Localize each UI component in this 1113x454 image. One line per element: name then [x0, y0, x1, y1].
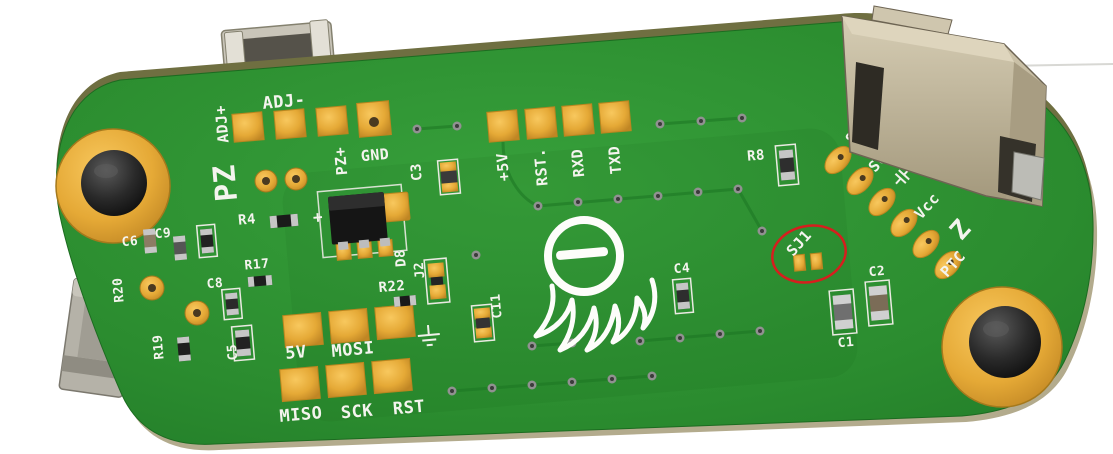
sj1-highlight-annotation	[771, 224, 847, 284]
silkscreen-label-sck: SCK	[340, 401, 374, 424]
component-c1	[828, 288, 858, 336]
left-piezo-pad	[55, 128, 171, 244]
component-r17	[247, 274, 273, 288]
silkscreen-label-pz: PZ	[207, 163, 245, 203]
silkscreen-label-plus: +	[312, 207, 324, 227]
silkscreen-label-c2: C2	[868, 264, 886, 280]
silkscreen-label-adj-plus: ADJ+	[211, 104, 232, 144]
silkscreen-label-gnd: GND	[360, 145, 390, 165]
component-c2	[864, 279, 894, 327]
right-piezo-pad	[941, 286, 1063, 408]
silkscreen-label-pz-plus: PZ+	[331, 146, 351, 176]
silkscreen-label-rxd: RXD	[568, 148, 588, 178]
silkscreen-label-adj-minus: ADJ-	[262, 90, 307, 114]
component-c6	[142, 228, 158, 254]
component-c4	[671, 277, 695, 315]
silkscreen-label-rst-isp: RST	[392, 397, 426, 420]
regulator-sot223	[316, 183, 411, 261]
silkscreen-label-c11: C11	[488, 293, 505, 319]
component-c3	[436, 158, 462, 196]
silkscreen-label-isp-5v: 5V	[284, 342, 307, 364]
component-r19	[176, 336, 192, 362]
silkscreen-label-c3: C3	[408, 162, 425, 181]
component-left-resistor	[195, 223, 219, 259]
silkscreen-label-5v-serial: +5V	[493, 152, 513, 182]
silkscreen-label-c1: C1	[837, 335, 855, 351]
silkscreen-label-txd: TXD	[605, 145, 625, 175]
component-c5	[230, 324, 256, 362]
silkscreen-label-r19: R19	[150, 334, 167, 360]
top-right-connector	[841, 5, 1047, 207]
component-r22	[393, 295, 417, 307]
solder-jumper-sj1	[792, 252, 824, 272]
silkscreen-label-miso: MISO	[279, 403, 324, 427]
silkscreen-label-c8: C8	[206, 276, 224, 292]
component-c8	[220, 287, 244, 321]
silkscreen-label-c5: C5	[225, 343, 241, 361]
silkscreen-label-mosi: MOSI	[331, 338, 376, 362]
flame-logo-icon	[533, 216, 658, 353]
copper-pour	[282, 128, 858, 422]
silkscreen-label-r4: R4	[237, 211, 256, 228]
component-r4	[269, 213, 299, 229]
component-j2	[423, 257, 451, 305]
silkscreen-label-r8: R8	[746, 147, 765, 164]
isp-pads	[279, 303, 416, 403]
capacitor-symbol-icon	[894, 168, 910, 185]
silkscreen-label-d8: D8	[392, 248, 409, 267]
component-r8	[774, 143, 800, 187]
serial-pads	[486, 100, 632, 143]
silkscreen-label-rst-serial: RST.	[530, 147, 551, 187]
component-c11	[470, 303, 496, 343]
component-c9	[172, 235, 188, 261]
silkscreen-label-r20: R20	[110, 277, 127, 303]
smd-components	[142, 143, 894, 362]
silkscreen-label-c9: C9	[154, 226, 172, 242]
silkscreen-label-r17: R17	[244, 256, 270, 273]
gnd-pad-hole	[369, 117, 379, 127]
silkscreen-label-c6: C6	[121, 234, 139, 250]
sensor-connector-pads	[824, 145, 962, 280]
silkscreen-label-j2: J2	[412, 261, 428, 279]
ground-symbol-icon	[417, 324, 440, 347]
silkscreen-label-r22: R22	[378, 278, 406, 296]
silkscreen-label-c4: C4	[673, 261, 691, 277]
